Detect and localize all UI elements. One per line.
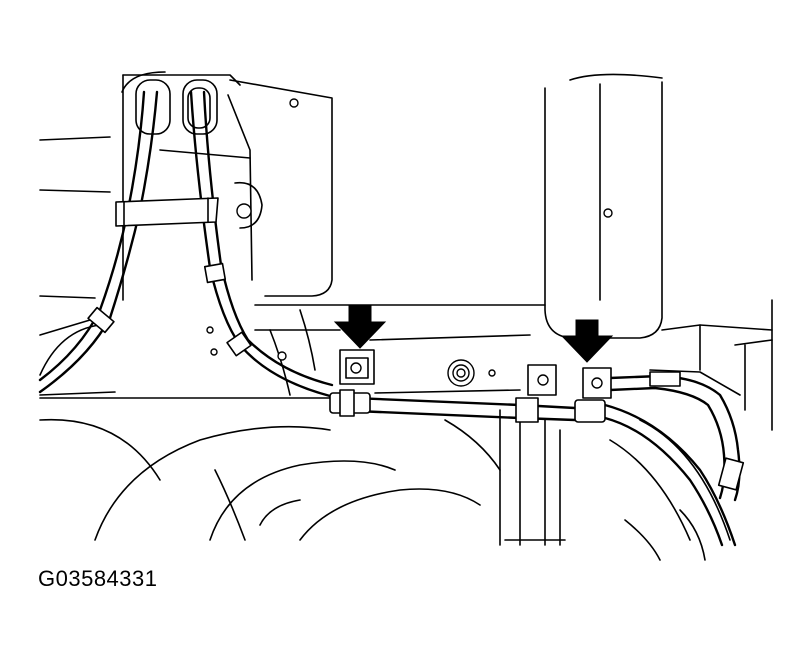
main-cable-run <box>328 371 745 547</box>
cable-tie <box>115 197 219 227</box>
right-cable <box>189 90 334 398</box>
left-cable-clip <box>329 349 375 417</box>
mounting-holes <box>206 98 613 387</box>
center-cable-clip <box>515 364 557 423</box>
figure-caption: G03584331 <box>38 566 158 591</box>
right-cable-clip <box>574 367 612 423</box>
down-arrow-icon <box>333 305 387 349</box>
down-arrow-icon <box>560 319 614 363</box>
left-cable <box>38 90 159 394</box>
